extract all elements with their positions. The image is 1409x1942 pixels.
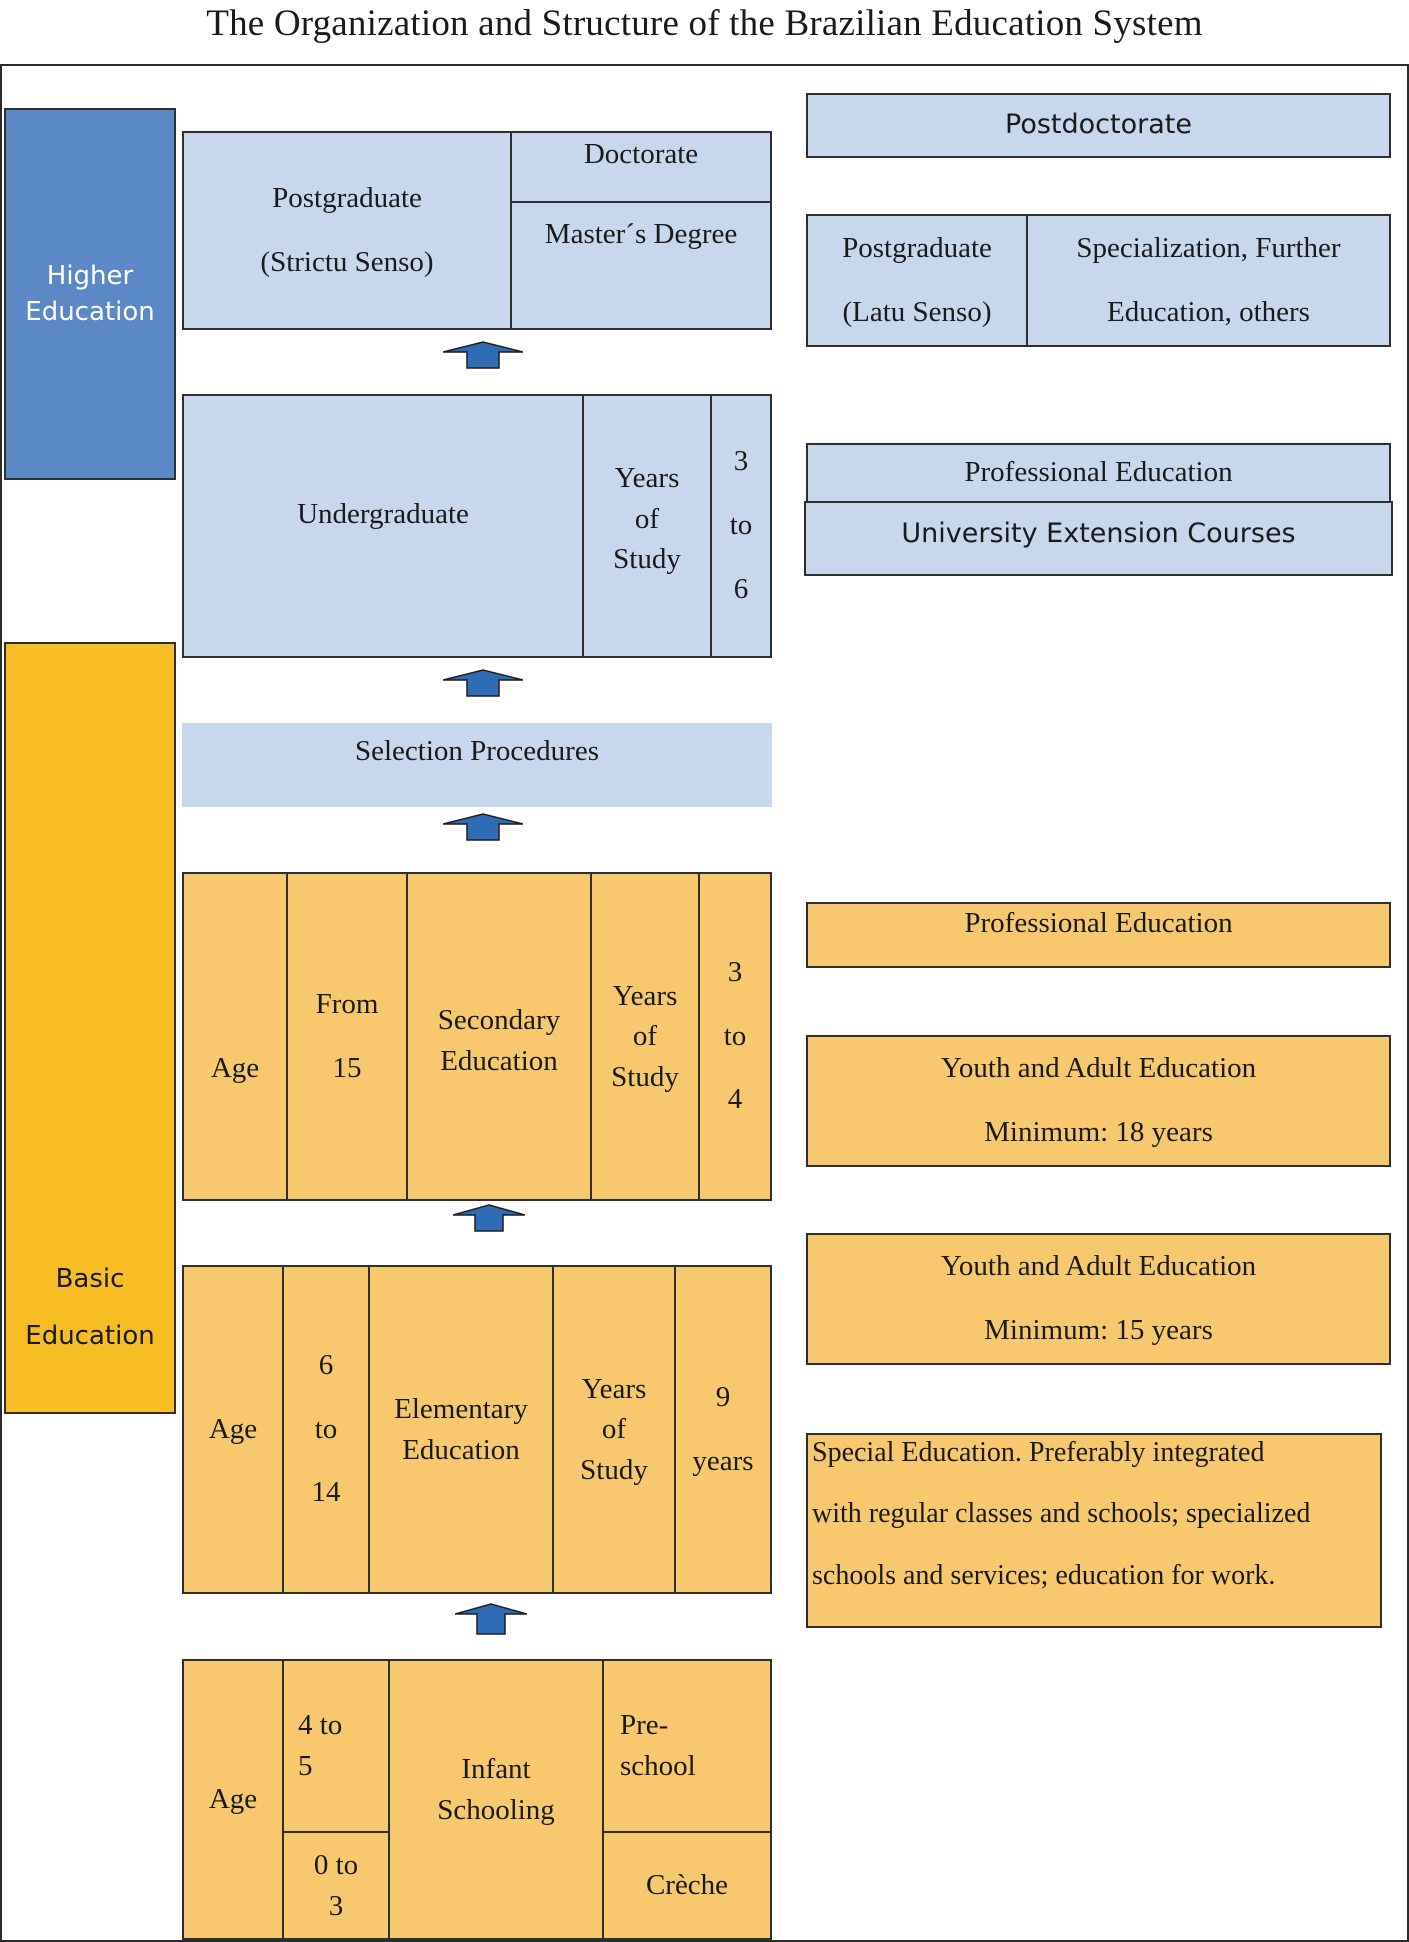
secondary-age: Age xyxy=(210,1052,260,1085)
youth-adult-18-label: Youth and Adult Education Minimum: 18 ye… xyxy=(940,1052,1257,1148)
special-education-box: Special Education. Preferably integrated… xyxy=(806,1433,1382,1628)
youth-adult-15-box: Youth and Adult Education Minimum: 15 ye… xyxy=(806,1233,1391,1365)
infant-range-upper: 4 to 5 xyxy=(298,1709,343,1782)
selection-label: Selection Procedures xyxy=(354,735,599,768)
postgrad-latu-label: Postgraduate (Latu Senso) xyxy=(842,231,992,328)
secondary-from: From 15 xyxy=(315,987,379,1084)
doctorate-cell: Doctorate xyxy=(583,138,699,170)
basic-bar-line-1: Basic xyxy=(55,1263,125,1294)
professional-basic-label: Professional Education xyxy=(964,907,1233,940)
undergraduate-box: Undergraduate Years of Study 3 to 6 xyxy=(182,394,772,658)
higher-education-bar: Higher Education xyxy=(4,108,176,480)
special-education-label: Special Education. Preferably integrated… xyxy=(812,1436,1311,1591)
elementary-range: 6 to 14 xyxy=(311,1348,341,1509)
page-title: The Organization and Structure of the Br… xyxy=(206,3,1203,44)
infant-age: Age xyxy=(208,1782,258,1815)
youth-adult-18-box: Youth and Adult Education Minimum: 18 ye… xyxy=(806,1035,1391,1167)
undergraduate-label: Undergraduate xyxy=(297,498,469,531)
diagram-frame xyxy=(0,64,1409,1942)
undergrad-years-cell: Years of Study xyxy=(613,462,681,576)
professional-education-higher-box: Professional Education xyxy=(806,443,1391,503)
infant-range-lower: 0 to 3 xyxy=(313,1848,359,1922)
masters-cell: Master´s Degree xyxy=(544,218,738,250)
elementary-years: Years of Study xyxy=(580,1372,648,1486)
arrow-up-icon xyxy=(443,669,523,697)
secondary-years: Years of Study xyxy=(611,979,679,1093)
basic-education-bar: Basic Education xyxy=(4,642,176,1414)
higher-bar-line-1: Higher xyxy=(46,260,134,291)
arrow-up-icon xyxy=(443,813,523,841)
arrow-up-icon xyxy=(455,1603,527,1635)
elementary-education-box: Age 6 to 14 Elementary Education Years o… xyxy=(182,1265,772,1594)
infant-label: Infant Schooling xyxy=(437,1753,555,1826)
selection-procedures-box: Selection Procedures xyxy=(182,723,772,807)
secondary-education-box: Age From 15 Secondary Education Years of… xyxy=(182,872,772,1201)
higher-bar-line-2: Education xyxy=(25,297,155,327)
secondary-duration: 3 to 4 xyxy=(723,955,747,1116)
postgrad-strictu-label: Postgraduate (Strictu Senso) xyxy=(260,181,434,278)
postdoctorate-box: Postdoctorate xyxy=(806,93,1391,158)
university-extension-box: University Extension Courses xyxy=(804,501,1393,576)
postdoctorate-label: Postdoctorate xyxy=(1005,109,1192,141)
arrow-up-icon xyxy=(453,1204,525,1232)
creche-cell: Crèche xyxy=(645,1868,729,1901)
professional-higher-label: Professional Education xyxy=(964,456,1233,489)
arrow-up-icon xyxy=(443,341,523,369)
elementary-duration: 9 years xyxy=(692,1380,754,1477)
postgrad-latu-desc: Specialization, Further Education, other… xyxy=(1076,231,1341,328)
undergrad-duration-cell: 3 to 6 xyxy=(729,445,753,605)
postgrad-latu-box: Postgraduate (Latu Senso) Specialization… xyxy=(806,214,1391,347)
preschool-cell: Pre- school xyxy=(620,1709,696,1782)
secondary-label: Secondary Education xyxy=(437,1004,561,1077)
basic-bar-line-2: Education xyxy=(25,1321,155,1351)
infant-schooling-box: Age 4 to 5 0 to 3 Infant Schooling Pre- … xyxy=(182,1659,772,1940)
elementary-age: Age xyxy=(208,1412,258,1445)
university-extension-label: University Extension Courses xyxy=(901,517,1296,549)
elementary-label: Elementary Education xyxy=(394,1392,528,1466)
youth-adult-15-label: Youth and Adult Education Minimum: 15 ye… xyxy=(940,1250,1257,1346)
professional-education-basic-box: Professional Education xyxy=(806,902,1391,968)
postgrad-strictu-box: Postgraduate (Strictu Senso) Doctorate M… xyxy=(182,131,772,330)
